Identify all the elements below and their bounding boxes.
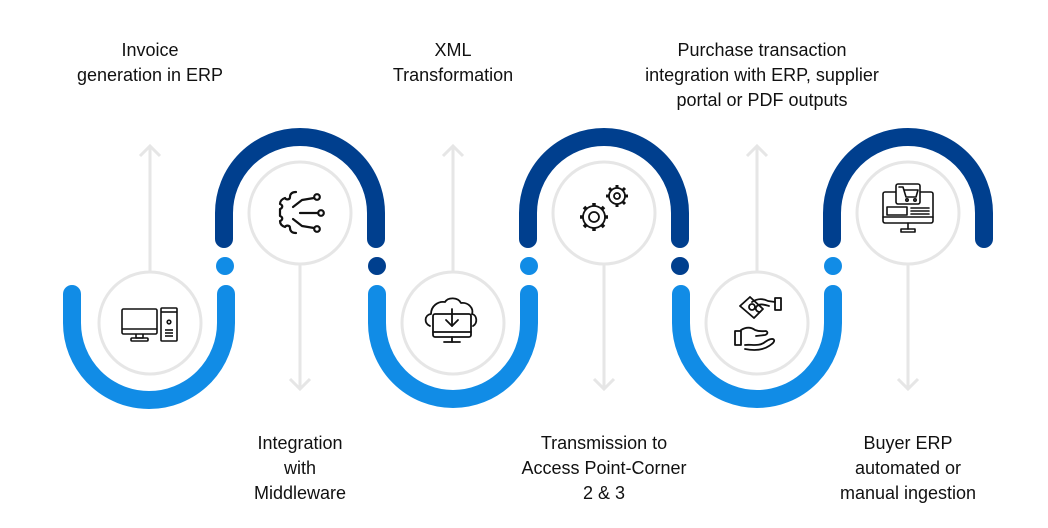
step-3-shape: [368, 143, 538, 408]
cloud-download-monitor-icon: [424, 297, 478, 343]
step-3-label: XML Transformation: [392, 40, 514, 85]
step-1-shape: [63, 143, 235, 409]
step-2-label: Integration with Middleware: [253, 433, 347, 503]
gear-network-icon: [278, 190, 325, 235]
step-circle: [97, 270, 203, 376]
u-arc-light: [672, 285, 842, 408]
step-5-label: Purchase transaction integration with ER…: [645, 40, 879, 110]
arch-dark: [823, 128, 993, 248]
step-circle: [855, 160, 961, 266]
arch-dark: [519, 128, 689, 248]
step-2-shape: [215, 128, 385, 392]
arrowhead-up: [138, 143, 162, 158]
step-circle: [400, 270, 506, 376]
arrowhead-up: [745, 143, 769, 158]
arrowhead-up: [441, 143, 465, 158]
step-6-shape: [823, 128, 993, 392]
dot-light: [216, 257, 234, 275]
arch-dark: [215, 128, 385, 248]
arrowhead-down: [288, 377, 312, 392]
step-1-label: Invoice generation in ERP: [76, 40, 224, 85]
step-6-label: Buyer ERP automated or manual ingestion: [839, 433, 977, 503]
dot-light: [520, 257, 538, 275]
u-arc-light: [63, 285, 235, 409]
step-circle: [704, 270, 810, 376]
money-handover-icon: [734, 296, 782, 351]
step-5-shape: [672, 143, 842, 408]
step-4-shape: [519, 128, 689, 392]
gears-icon: [580, 185, 628, 231]
dot-dark: [368, 257, 386, 275]
dot-light: [824, 257, 842, 275]
arrowhead-down: [592, 377, 616, 392]
desktop-computer-icon: [121, 307, 178, 342]
arrowhead-down: [896, 377, 920, 392]
dot-dark: [671, 257, 689, 275]
u-arc-light: [368, 285, 538, 408]
online-shopping-monitor-icon: [882, 183, 934, 233]
step-4-label: Transmission to Access Point-Corner 2 & …: [521, 433, 687, 503]
